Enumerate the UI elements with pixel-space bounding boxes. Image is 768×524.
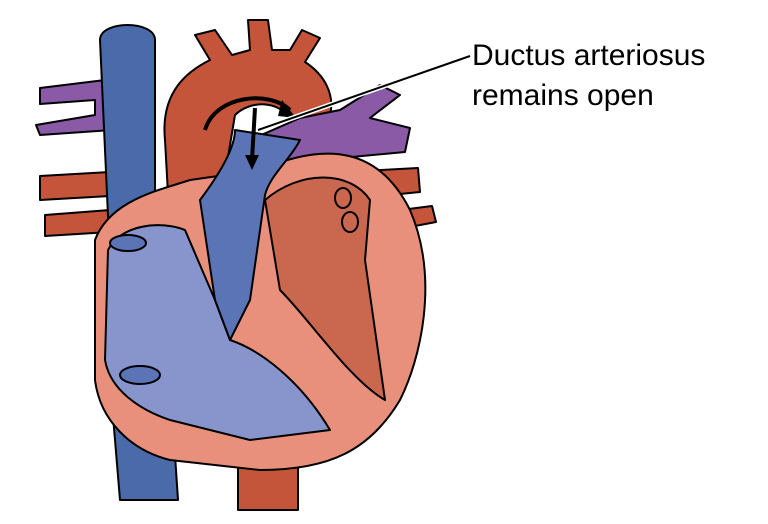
pulmonary-vein-opening-1	[334, 187, 352, 209]
left-chambers	[264, 176, 386, 401]
pulmonary-trunk	[199, 129, 301, 341]
arrowhead-down	[245, 155, 259, 170]
label-line-1: Ductus arteriosus	[472, 39, 706, 72]
pulmonary-vessel-left	[35, 79, 113, 136]
pulmonary-vein-opening-2	[341, 211, 359, 233]
right-chambers	[104, 224, 331, 441]
vein-left-upper	[39, 171, 111, 201]
arrowhead-right	[278, 100, 296, 118]
label-leader-line	[257, 55, 471, 131]
valve-opening-upper	[109, 234, 147, 252]
valve-opening-lower	[119, 365, 161, 385]
label-line-2: remains open	[472, 79, 654, 112]
ductus-arteriosus-label: Ductus arteriosus remains open	[472, 36, 705, 116]
